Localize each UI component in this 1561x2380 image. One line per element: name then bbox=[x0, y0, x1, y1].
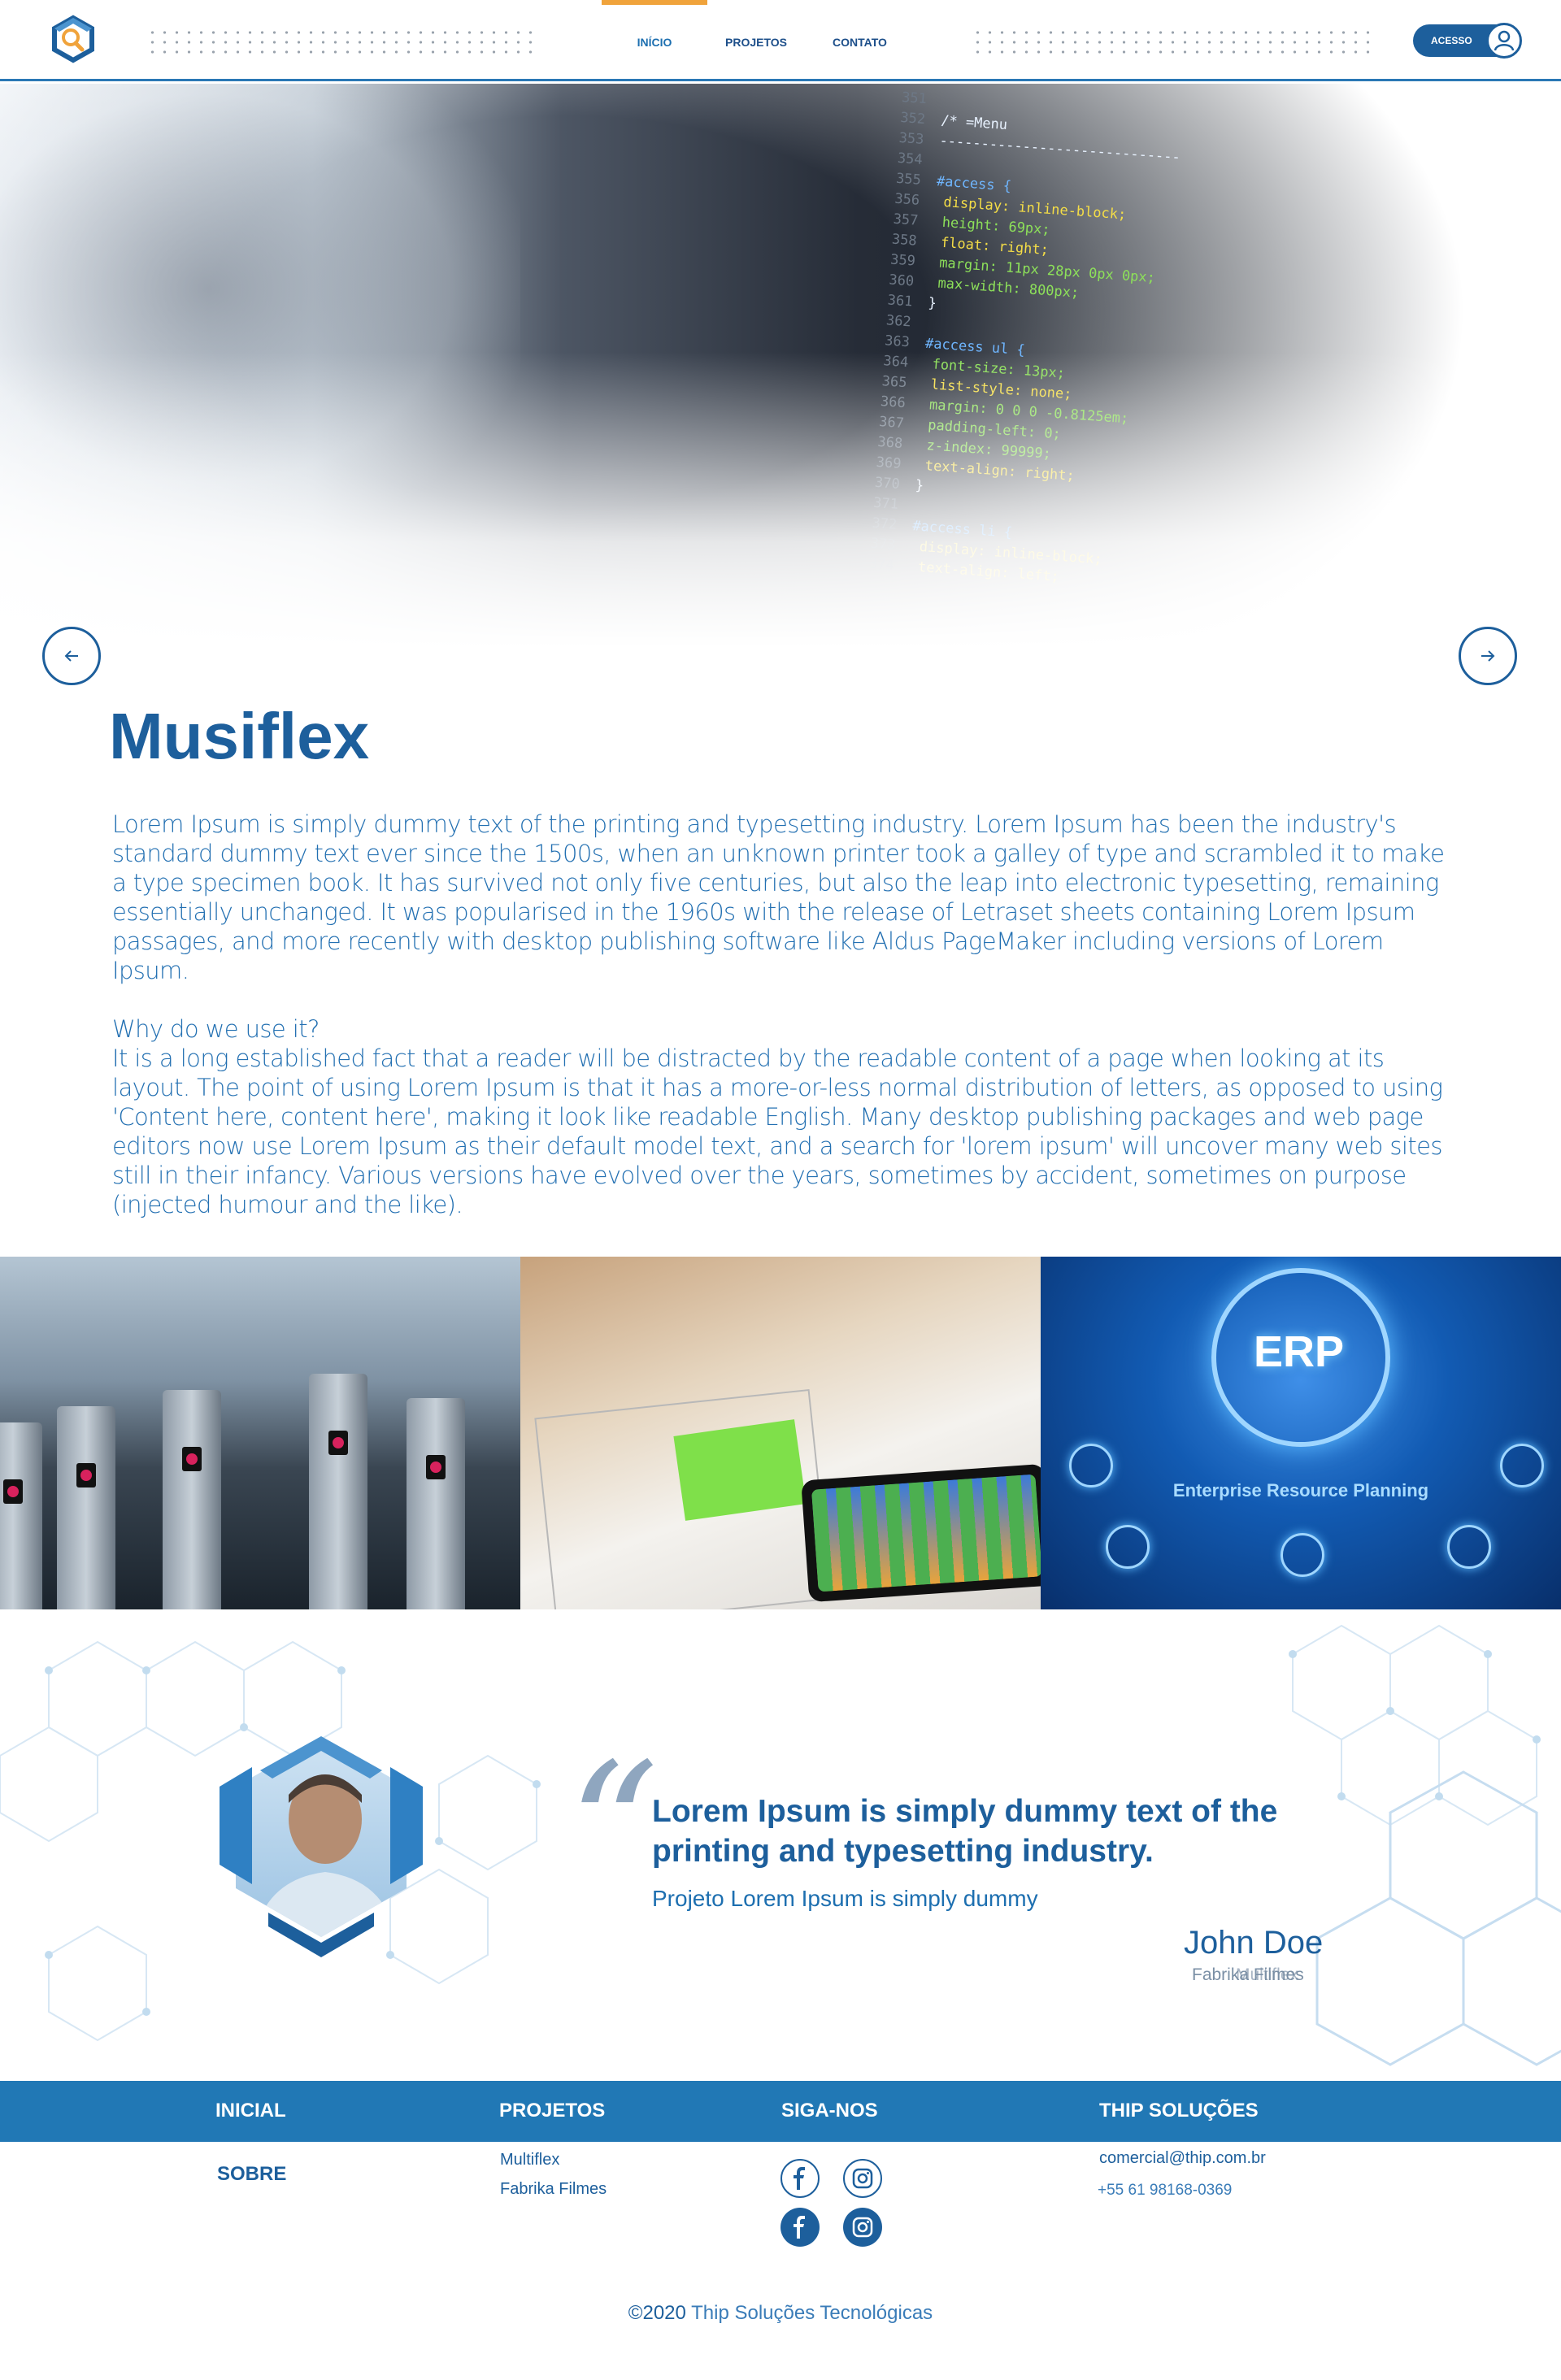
turnstile bbox=[309, 1374, 367, 1609]
finance-icon bbox=[1069, 1444, 1113, 1488]
footer-link-fabrika-filmes[interactable]: Fabrika Filmes bbox=[500, 2180, 607, 2198]
instagram-icon[interactable] bbox=[843, 2159, 882, 2198]
decorative-dots-left bbox=[146, 28, 541, 57]
code-line-text: /* =Menu bbox=[940, 112, 1008, 134]
company-overlap-text: Multiflex bbox=[1236, 1965, 1299, 1984]
code-line-number: 361 bbox=[887, 292, 914, 311]
code-line-number: 352 bbox=[899, 109, 926, 128]
access-button[interactable]: ACESSO bbox=[1413, 23, 1522, 59]
code-line-number: 360 bbox=[888, 271, 915, 290]
slider-next-button[interactable] bbox=[1459, 627, 1517, 685]
footer-heading-siga-nos: SIGA-NOS bbox=[781, 2100, 878, 2122]
main-nav: INÍCIO PROJETOS CONTATO bbox=[602, 0, 915, 81]
gallery-image-erp[interactable]: ERP Enterprise Resource Planning bbox=[1041, 1257, 1561, 1609]
footer-link-multiflex[interactable]: Multiflex bbox=[500, 2151, 560, 2169]
user-icon bbox=[1486, 23, 1522, 59]
erp-title: ERP bbox=[1254, 1327, 1345, 1376]
turnstile bbox=[0, 1422, 42, 1609]
footer-heading-thip: THIP SOLUÇÕES bbox=[1099, 2100, 1259, 2122]
gear-search-logo-icon[interactable] bbox=[49, 15, 98, 63]
intro-subheading: Why do we use it? bbox=[112, 1015, 320, 1043]
smartphone bbox=[801, 1463, 1041, 1603]
code-line-number: 358 bbox=[891, 231, 918, 250]
code-line-text: #access { bbox=[936, 173, 1012, 195]
testimonial-company: Fabrika Filmes Multiflex bbox=[1192, 1965, 1304, 1985]
erp-ring bbox=[1211, 1268, 1390, 1447]
network-icon bbox=[1500, 1444, 1544, 1488]
facebook-icon[interactable] bbox=[780, 2208, 820, 2247]
slider-prev-button[interactable] bbox=[42, 627, 101, 685]
nav-projetos[interactable]: PROJETOS bbox=[725, 36, 787, 49]
code-line-text: } bbox=[927, 294, 937, 312]
intro-paragraph: Lorem Ipsum is simply dummy text of the … bbox=[112, 810, 1445, 984]
instagram-icon[interactable] bbox=[843, 2208, 882, 2247]
testimonial-section: “ Lorem Ipsum is simply dummy text of th… bbox=[0, 1609, 1561, 2081]
code-line-number: 356 bbox=[894, 190, 920, 209]
copyright-company: Thip Soluções Tecnológicas bbox=[691, 2302, 933, 2324]
code-line-number: 355 bbox=[895, 170, 922, 189]
team-icon bbox=[1281, 1533, 1324, 1577]
turnstile bbox=[407, 1398, 465, 1609]
author-avatar bbox=[220, 1736, 423, 1957]
document-icon bbox=[1447, 1525, 1491, 1569]
chart-icon bbox=[1106, 1525, 1150, 1569]
gallery-image-turnstiles[interactable] bbox=[0, 1257, 520, 1609]
nav-contato[interactable]: CONTATO bbox=[833, 36, 887, 49]
footer-email[interactable]: comercial@thip.com.br bbox=[1099, 2149, 1266, 2167]
gallery-image-sketching[interactable] bbox=[520, 1257, 1041, 1609]
arrow-left-icon bbox=[64, 650, 78, 662]
decorative-dots-right bbox=[972, 28, 1374, 57]
footer-header-bar bbox=[0, 2081, 1561, 2142]
access-button-label: ACESSO bbox=[1431, 35, 1472, 46]
footer-heading-inicial[interactable]: INICIAL bbox=[215, 2100, 286, 2122]
facebook-icon[interactable] bbox=[780, 2159, 820, 2198]
code-line-number: 354 bbox=[897, 150, 924, 168]
footer-phone[interactable]: +55 61 98168-0369 bbox=[1098, 2182, 1233, 2199]
project-gallery: ERP Enterprise Resource Planning bbox=[0, 1257, 1561, 1609]
code-line-number: 357 bbox=[893, 211, 920, 229]
footer-link-sobre[interactable]: SOBRE bbox=[217, 2163, 287, 2185]
sticky-note bbox=[673, 1419, 807, 1521]
hero-fade bbox=[0, 352, 1561, 775]
quote-mark-icon: “ bbox=[567, 1725, 659, 1933]
erp-subtitle: Enterprise Resource Planning bbox=[1172, 1480, 1429, 1501]
site-header: INÍCIO PROJETOS CONTATO ACESSO bbox=[0, 0, 1561, 81]
footer-heading-projetos[interactable]: PROJETOS bbox=[499, 2100, 606, 2122]
code-line-number: 353 bbox=[898, 129, 925, 148]
intro-text: Lorem Ipsum is simply dummy text of the … bbox=[112, 810, 1454, 1249]
testimonial-author: John Doe bbox=[1184, 1925, 1324, 1961]
hexagon-pattern-background bbox=[0, 1624, 1561, 2066]
hero-title: Musiflex bbox=[109, 700, 370, 772]
code-line-number: 359 bbox=[889, 251, 916, 270]
testimonial-subtitle: Projeto Lorem Ipsum is simply dummy bbox=[652, 1886, 1038, 1911]
intro-paragraph: It is a long established fact that a rea… bbox=[112, 1045, 1443, 1218]
turnstile bbox=[57, 1406, 115, 1609]
company-name: Fabrika Filmes bbox=[1192, 1965, 1304, 1984]
nav-inicio[interactable]: INÍCIO bbox=[602, 0, 707, 81]
testimonial-quote: Lorem Ipsum is simply dummy text of the … bbox=[652, 1794, 1278, 1869]
copyright-year: ©2020 bbox=[628, 2302, 686, 2324]
copyright: ©2020 Thip Soluções Tecnológicas bbox=[0, 2302, 1561, 2325]
arrow-right-icon bbox=[1481, 650, 1495, 662]
code-line-number: 362 bbox=[885, 312, 912, 331]
code-line-number: 351 bbox=[901, 89, 928, 108]
turnstile bbox=[163, 1390, 221, 1609]
code-line-number: 363 bbox=[884, 332, 911, 351]
